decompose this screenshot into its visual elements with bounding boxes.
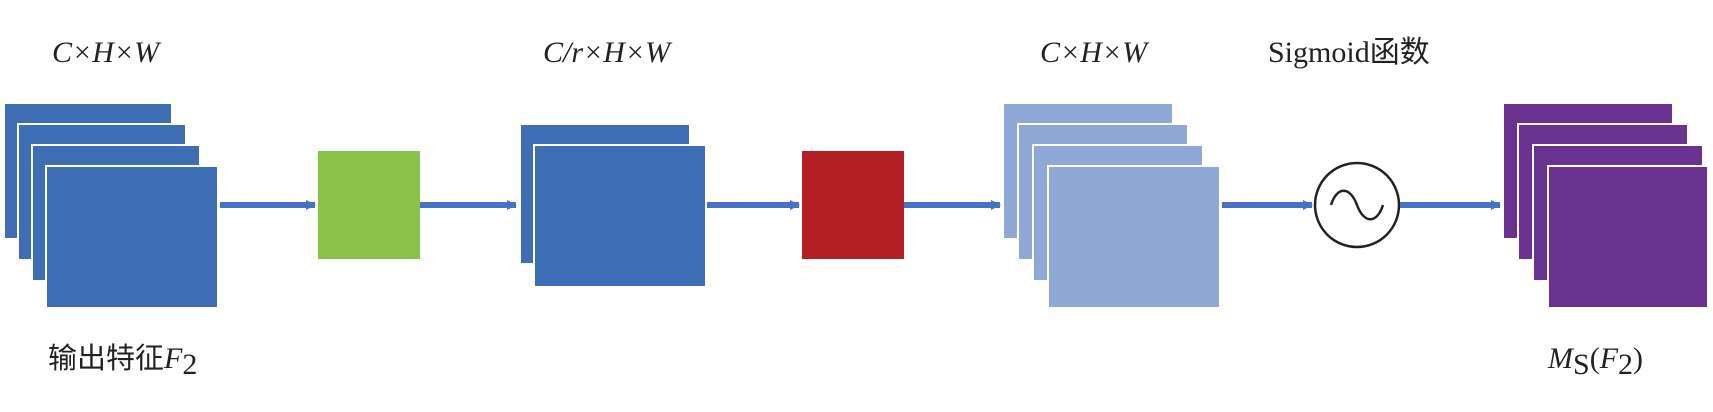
sigmoid-label: Sigmoid函数: [1268, 36, 1430, 69]
input-layer-4: [45, 165, 219, 309]
restored-layer-4: [1047, 165, 1221, 309]
output-caption-open: (: [1590, 342, 1600, 375]
restored-dims-label: C×H×W: [1040, 36, 1150, 69]
input-caption-var: F: [163, 342, 183, 375]
output-caption-close: ): [1633, 342, 1643, 375]
output-caption-arg-var: F: [1599, 342, 1619, 375]
output-caption-var: M: [1547, 342, 1575, 375]
output-caption-sub: S: [1573, 348, 1590, 381]
restored-feature-stack: [1002, 102, 1221, 309]
output-feature-stack: [1502, 102, 1709, 309]
output-caption: MS(F2): [1547, 342, 1643, 381]
reduce-op-block: [318, 151, 420, 259]
sine-wave-circle-icon: [1313, 161, 1401, 249]
input-feature-stack: [3, 102, 219, 309]
expand-op-block: [802, 151, 904, 259]
input-caption-text: 输出特征: [48, 341, 164, 375]
input-dims-label: C×H×W: [52, 36, 162, 69]
input-caption: 输出特征F2: [48, 341, 197, 381]
output-caption-arg-sub: 2: [1618, 348, 1633, 381]
reduced-dims-label: C/r×H×W: [543, 36, 673, 69]
reduced-feature-stack: [519, 123, 707, 288]
output-layer-4: [1547, 165, 1709, 309]
input-caption-sub: 2: [182, 348, 197, 381]
reduced-layer-2: [533, 144, 707, 288]
